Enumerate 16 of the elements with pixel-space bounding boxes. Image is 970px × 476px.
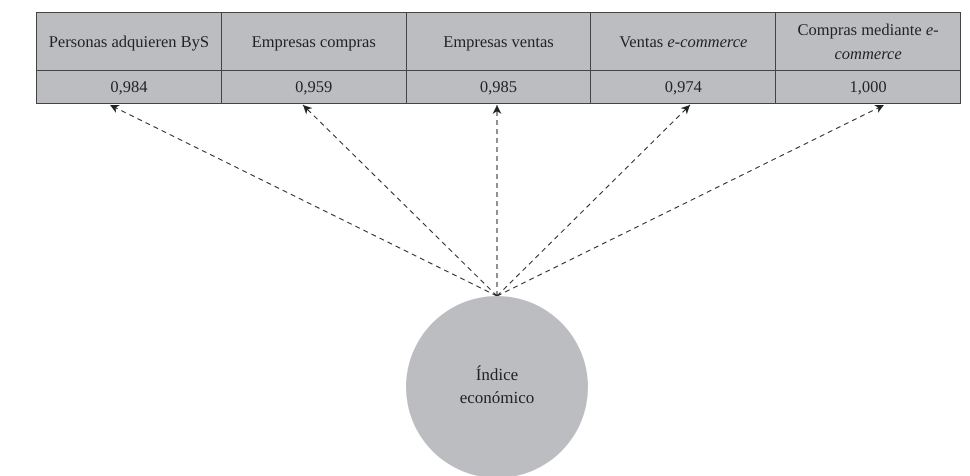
dashed-arrow [496, 104, 884, 296]
value-cell: 0,959 [220, 70, 407, 104]
value-cell: 1,000 [775, 70, 961, 104]
dashed-arrow [492, 104, 502, 296]
factor-label: Índice económico [458, 364, 536, 409]
value-cell: 0,984 [36, 70, 222, 104]
header-cell: Empresas compras [220, 12, 407, 71]
header-cell: Personas adquieren ByS [36, 12, 222, 71]
dashed-arrow [496, 104, 690, 296]
header-cell: Empresas ventas [406, 12, 592, 71]
value-cell: 0,985 [406, 70, 592, 104]
value-cell: 0,974 [590, 70, 776, 104]
header-cell: Compras mediante e-commerce [775, 12, 961, 71]
dashed-arrow [110, 104, 498, 296]
dashed-arrow [302, 104, 498, 296]
header-cell: Ventas e-commerce [590, 12, 776, 71]
